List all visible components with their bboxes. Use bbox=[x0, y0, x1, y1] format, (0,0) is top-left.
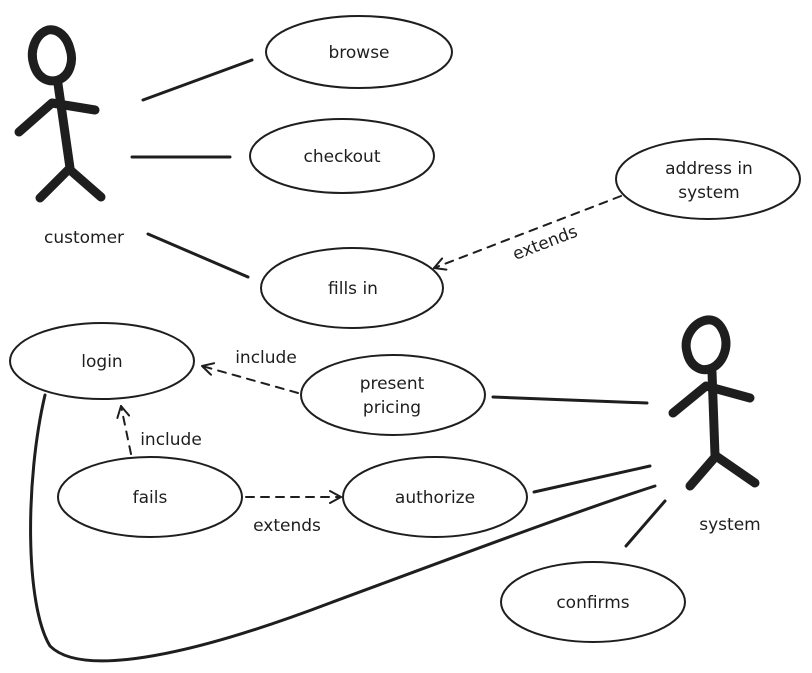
fills-in-ellipse bbox=[260, 247, 444, 329]
authorize-label: authorize bbox=[395, 488, 475, 508]
system-arms bbox=[668, 381, 755, 418]
checkout-ellipse bbox=[249, 118, 435, 194]
use-case-browse[interactable]: browse bbox=[265, 15, 453, 89]
fails-include-label: include bbox=[140, 430, 202, 450]
address-in-system-label-line2: system bbox=[678, 183, 739, 203]
present-pricing-label-line2: pricing bbox=[363, 398, 421, 418]
login-label: login bbox=[81, 352, 122, 372]
use-case-address-in-system[interactable]: address in system bbox=[615, 138, 801, 220]
system-legs bbox=[685, 451, 760, 491]
pricing-include-label: include bbox=[235, 348, 297, 368]
use-case-authorize[interactable]: authorize bbox=[342, 456, 528, 538]
use-case-present-pricing[interactable]: present pricing bbox=[300, 354, 486, 436]
present-pricing-ellipse bbox=[300, 354, 486, 436]
fails-extends-label: extends bbox=[253, 516, 321, 536]
confirms-ellipse bbox=[500, 561, 686, 643]
address-in-system-ellipse bbox=[615, 138, 801, 220]
present-pricing-label-line1: present bbox=[360, 374, 425, 394]
system-authorize-association bbox=[532, 464, 652, 494]
customer-browse-association bbox=[141, 58, 254, 102]
login-ellipse bbox=[9, 322, 195, 400]
customer-label: customer bbox=[44, 228, 124, 248]
customer-actor[interactable] bbox=[14, 25, 106, 203]
system-confirms-association bbox=[624, 499, 667, 548]
pricing-include-login-arrow bbox=[201, 362, 299, 394]
use-case-checkout[interactable]: checkout bbox=[249, 118, 435, 194]
system-pricing-association bbox=[491, 395, 649, 405]
address-in-system-label-line1: address in bbox=[665, 159, 753, 179]
customer-body bbox=[53, 79, 75, 173]
fails-label: fails bbox=[133, 488, 168, 508]
checkout-label: checkout bbox=[303, 147, 380, 167]
use-case-login[interactable]: login bbox=[9, 322, 195, 400]
customer-legs bbox=[35, 164, 106, 203]
use-case-fails[interactable]: fails bbox=[57, 456, 243, 538]
fails-include-login-arrow bbox=[116, 405, 132, 455]
customer-fillsin-association bbox=[146, 232, 250, 279]
browse-label: browse bbox=[328, 43, 389, 63]
confirms-label: confirms bbox=[556, 593, 629, 613]
address-extends-fillsin-arrow bbox=[433, 195, 622, 271]
customer-head-icon bbox=[27, 25, 76, 86]
customer-arms bbox=[14, 98, 100, 137]
address-extends-label: extends bbox=[510, 222, 581, 265]
authorize-ellipse bbox=[342, 456, 528, 538]
system-actor[interactable] bbox=[668, 315, 760, 491]
browse-ellipse bbox=[265, 15, 453, 89]
system-label: system bbox=[699, 515, 760, 535]
fills-in-label: fills in bbox=[328, 279, 378, 299]
login-system-association bbox=[29, 393, 657, 663]
system-head-icon bbox=[681, 315, 731, 375]
fails-ellipse bbox=[57, 456, 243, 538]
use-case-confirms[interactable]: confirms bbox=[500, 561, 686, 643]
use-case-fills-in[interactable]: fills in bbox=[260, 247, 444, 329]
